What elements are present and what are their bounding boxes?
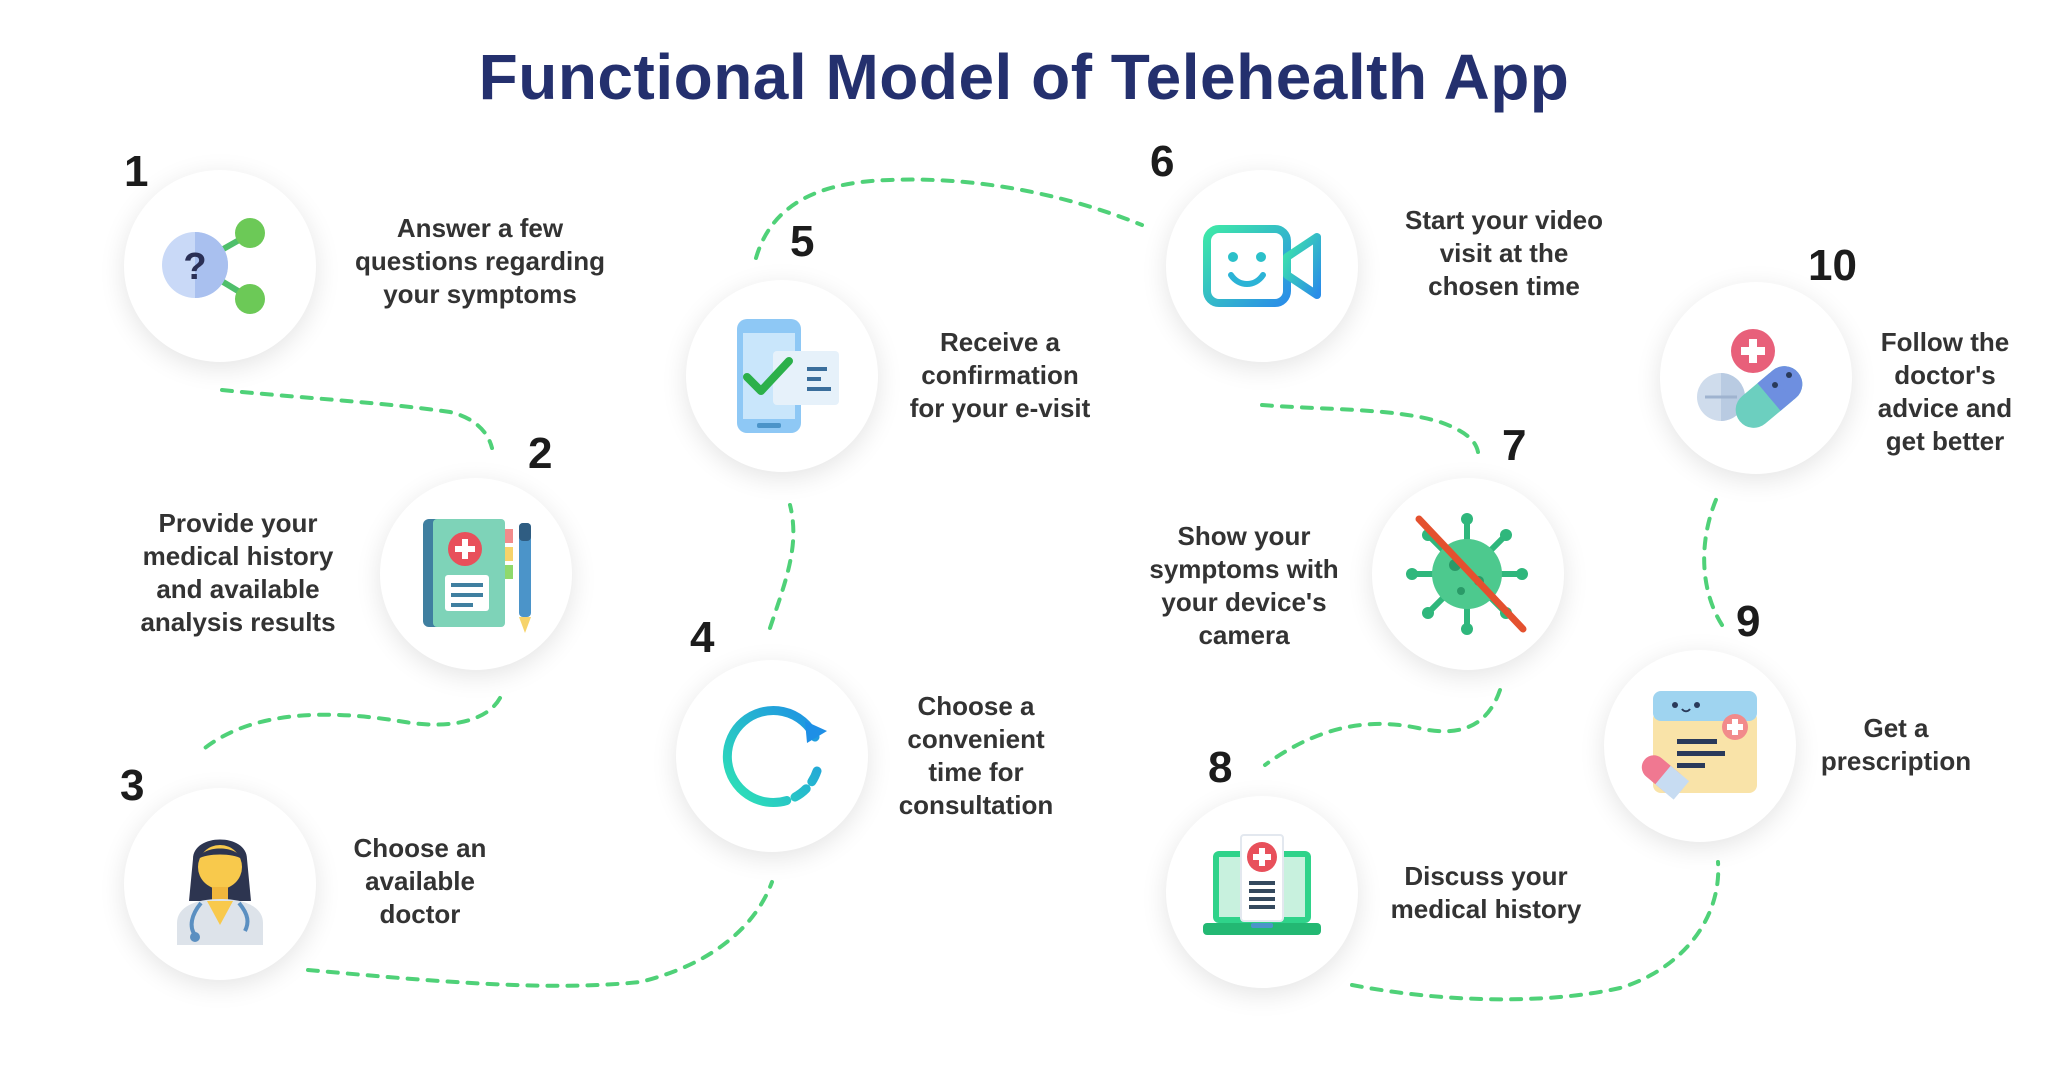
step-description: Start your video visit at the chosen tim… [1405,205,1603,301]
connector-8-9 [1350,860,1721,1002]
step-description: Choose a convenient time for consultatio… [898,691,1054,820]
step-description: Receive a confirmation for your e-visit [909,327,1091,423]
step-number: 9 [1736,597,1761,646]
step-number: 8 [1208,743,1233,792]
step-number: 2 [528,429,553,478]
svg-text:?: ? [183,246,206,288]
step-description: Discuss your medical history [1390,861,1582,924]
connector-4-5 [768,503,796,630]
step-number: 4 [690,613,715,662]
clock-icon [722,706,827,807]
step-description: Choose an available doctor [353,833,487,929]
laptop-medical-icon [1203,834,1321,935]
share-question-icon: ? [162,218,265,314]
step-icon-circle [1166,170,1358,362]
step-icon-circle [1372,478,1564,670]
step-description: Provide your medical history and availab… [140,508,336,637]
connector-3-4 [306,880,774,988]
diagram-title: Functional Model of Telehealth App [478,41,1570,113]
phone-checkmark-icon [737,319,839,433]
step-icon-circle [686,280,878,472]
step-icon-circle [380,478,572,670]
step-number: 10 [1808,241,1857,290]
medical-book-pen-icon [423,519,531,633]
step-icon-circle [124,788,316,980]
step-number: 5 [790,217,815,266]
step-description: Get a prescription [1820,713,1972,776]
step-number: 1 [124,147,149,196]
connector-5-6 [754,177,1144,260]
virus-crossed-icon [1406,513,1528,635]
step-number: 7 [1502,421,1527,470]
step-description: Answer a few questions regarding your sy… [355,213,605,309]
medicine-pills-icon [1697,329,1803,428]
step-description: Show your symptoms with your device's ca… [1149,521,1339,650]
step-number: 3 [120,761,145,810]
prescription-pill-icon [1641,691,1757,800]
connector-9-10 [1702,493,1724,627]
step-icon-circle [1604,650,1796,842]
connector-6-7 [1260,403,1480,454]
step-description: Follow the doctor's advice and get bette… [1877,327,2013,456]
connector-1-2 [220,388,494,450]
step-icon-circle [1660,282,1852,474]
step-icon-circle [676,660,868,852]
connector-7-8 [1263,688,1502,767]
doctor-icon [177,839,263,945]
connector-2-3 [198,696,502,754]
step-icon-circle [1166,796,1358,988]
video-camera-icon [1203,225,1321,307]
step-icon-circle: ? [124,170,316,362]
step-number: 6 [1150,137,1175,186]
